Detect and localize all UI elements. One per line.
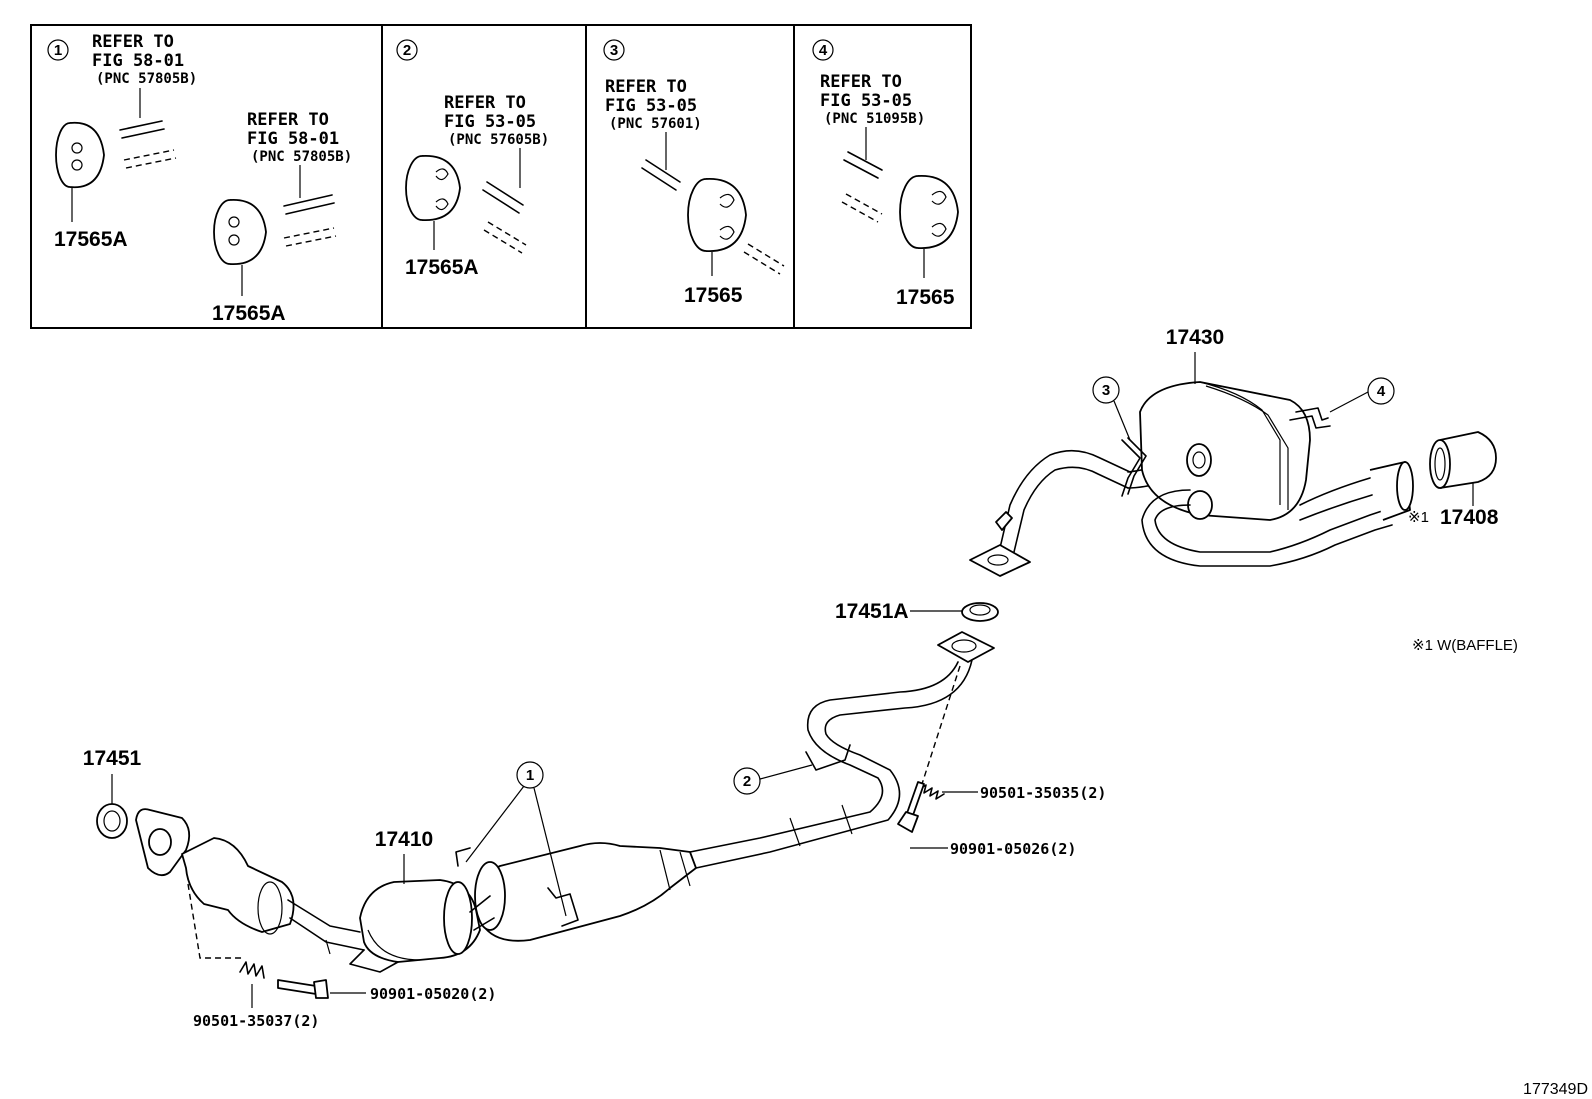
figure-id: 177349D xyxy=(1523,1081,1588,1098)
muffler-assembly xyxy=(969,381,1414,577)
fastener-bolt-front: 90901-05020(2) xyxy=(370,985,496,1003)
inset-number: 2 xyxy=(403,42,411,59)
inset-number: 4 xyxy=(819,42,828,59)
refer-pnc: (PNC 57605B) xyxy=(448,132,549,148)
refer-line-2: FIG 58-01 xyxy=(247,129,339,149)
inset-box-2: 2 REFER TO FIG 53-05 (PNC 57605B) 17565A xyxy=(396,39,549,279)
callout-1: 1 xyxy=(465,761,567,917)
gasket-front-icon xyxy=(96,803,128,839)
svg-text:1: 1 xyxy=(526,767,534,784)
refer-pnc: (PNC 57805B) xyxy=(251,149,352,165)
callout-4: 4 xyxy=(1329,377,1395,413)
part-number-label: 17565 xyxy=(684,284,743,307)
callout-2: 2 xyxy=(733,764,813,795)
callout-3: 3 xyxy=(1092,376,1131,441)
gasket-mid-icon xyxy=(961,602,999,622)
refer-line-2: FIG 53-05 xyxy=(605,96,697,116)
svg-text:2: 2 xyxy=(743,773,751,790)
bolt-front-icon xyxy=(277,979,329,999)
rubber-hanger-icon xyxy=(213,199,267,265)
refer-pnc: (PNC 57601) xyxy=(609,116,702,132)
refer-line-1: REFER TO xyxy=(444,93,526,113)
spring-mid-icon xyxy=(917,784,945,800)
part-number-gasket-mid: 17451A xyxy=(835,600,909,623)
refer-line-2: FIG 53-05 xyxy=(444,112,536,132)
fastener-bolt-mid: 90901-05026(2) xyxy=(950,840,1076,858)
bolt-mid-icon xyxy=(897,781,925,833)
tail-pipe-tip xyxy=(1429,431,1497,489)
refer-line-2: FIG 58-01 xyxy=(92,51,184,71)
part-number-label: 17565 xyxy=(896,286,955,309)
center-pipe xyxy=(455,631,995,942)
inset-panel xyxy=(30,24,972,329)
refer-pnc: (PNC 57805B) xyxy=(96,71,197,87)
svg-text:3: 3 xyxy=(1102,382,1110,399)
refer-line-1: REFER TO xyxy=(820,72,902,92)
fastener-spring-front: 90501-35037(2) xyxy=(193,1012,319,1030)
rubber-hanger-icon xyxy=(899,175,959,249)
front-pipe xyxy=(135,808,495,973)
inset-number: 1 xyxy=(54,42,62,59)
baffle-mark: ※1 xyxy=(1408,509,1429,526)
part-number-label: 17565A xyxy=(54,228,128,251)
inset-box-3: 3 REFER TO FIG 53-05 (PNC 57601) 17565 xyxy=(603,39,785,307)
refer-line-1: REFER TO xyxy=(92,32,174,52)
refer-pnc: (PNC 51095B) xyxy=(824,111,925,127)
fastener-spring-mid: 90501-35035(2) xyxy=(980,784,1106,802)
inset-box-1: 1 REFER TO FIG 58-01 (PNC 57805B) REFER … xyxy=(47,32,352,325)
part-number-muffler: 17430 xyxy=(1166,326,1224,349)
part-number-front-pipe: 17410 xyxy=(375,828,433,851)
part-number-label: 17565A xyxy=(212,302,286,325)
rubber-hanger-icon xyxy=(55,121,105,189)
inset-number: 3 xyxy=(610,42,618,59)
inset-box-4: 4 REFER TO FIG 53-05 (PNC 51095B) 17565 xyxy=(812,39,959,309)
part-number-label: 17565A xyxy=(405,256,479,279)
refer-line-1: REFER TO xyxy=(247,110,329,130)
svg-text:4: 4 xyxy=(1377,383,1386,400)
refer-line-1: REFER TO xyxy=(605,77,687,97)
part-number-tip: 17408 xyxy=(1440,506,1499,529)
part-number-gasket-front: 17451 xyxy=(83,747,142,770)
rubber-hanger-icon xyxy=(405,155,461,221)
refer-line-2: FIG 53-05 xyxy=(820,91,912,111)
rubber-hanger-icon xyxy=(687,178,747,252)
baffle-note: ※1 W(BAFFLE) xyxy=(1412,637,1518,654)
spring-front-icon xyxy=(239,961,265,979)
